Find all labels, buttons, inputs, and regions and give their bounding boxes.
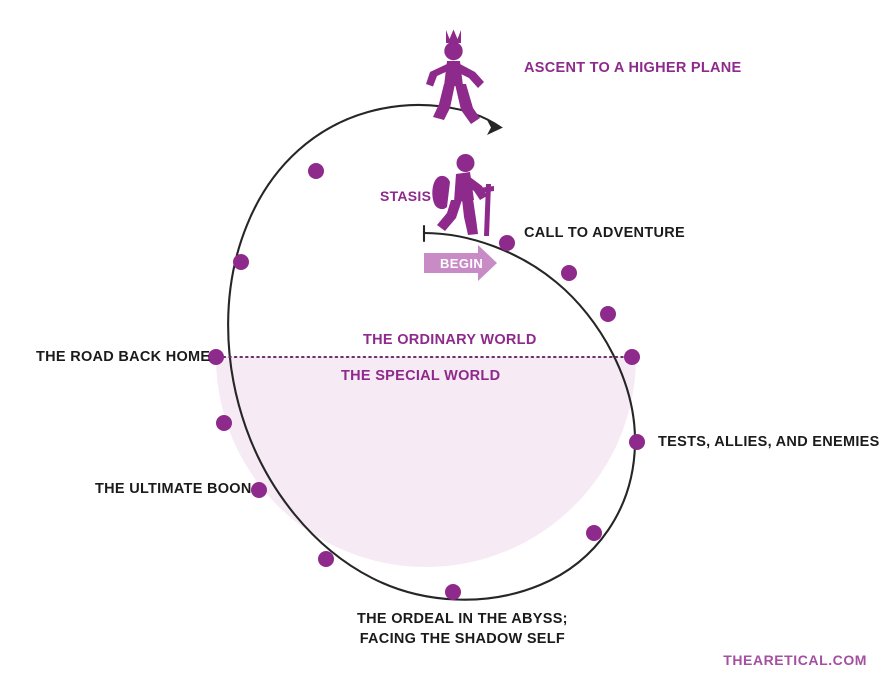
stage-dots-group [208,163,645,600]
road-back-home-dot[interactable] [208,349,224,365]
stage-dot-8[interactable] [318,551,334,567]
label-ascent-to-a-higher-plane: ASCENT TO A HIGHER PLANE [524,60,742,76]
hiker-with-backpack-icon [432,154,494,236]
ordeal-dot[interactable] [445,584,461,600]
stage-dot-2[interactable] [561,265,577,281]
stage-dot-13[interactable] [308,163,324,179]
stage-dot-3[interactable] [600,306,616,322]
begin-arrow-icon [424,245,497,281]
label-tests-allies-and-enemies: TESTS, ALLIES, AND ENEMIES [658,434,880,450]
stage-dot-12[interactable] [233,254,249,270]
label-the-ordeal-in-the-abyss: THE ORDEAL IN THE ABYSS; FACING THE SHAD… [357,610,568,649]
tests-allies-enemies-dot[interactable] [629,434,645,450]
crowned-walking-figure-icon [426,29,484,124]
label-call-to-adventure: CALL TO ADVENTURE [524,225,685,241]
label-the-road-back-home: THE ROAD BACK HOME [36,349,211,365]
threshold-right-dot[interactable] [624,349,640,365]
label-stasis: STASIS [380,188,432,204]
label-ordeal-line-2: FACING THE SHADOW SELF [359,630,566,647]
special-world-region [216,357,636,567]
stage-dot-6[interactable] [586,525,602,541]
label-the-ordinary-world: THE ORDINARY WORLD [363,332,537,348]
ultimate-boon-dot[interactable] [251,482,267,498]
label-begin: BEGIN [440,256,484,271]
ascent-arrowhead-icon [487,120,503,135]
call-to-adventure-dot[interactable] [499,235,515,251]
stage-dot-10[interactable] [216,415,232,431]
journey-spiral-path [227,103,637,601]
label-the-ultimate-boon: THE ULTIMATE BOON [95,481,252,497]
label-ordeal-line-1: THE ORDEAL IN THE ABYSS; [357,611,568,627]
watermark-thearetical-com: THEARETICAL.COM [723,652,867,668]
label-the-special-world: THE SPECIAL WORLD [341,368,501,384]
